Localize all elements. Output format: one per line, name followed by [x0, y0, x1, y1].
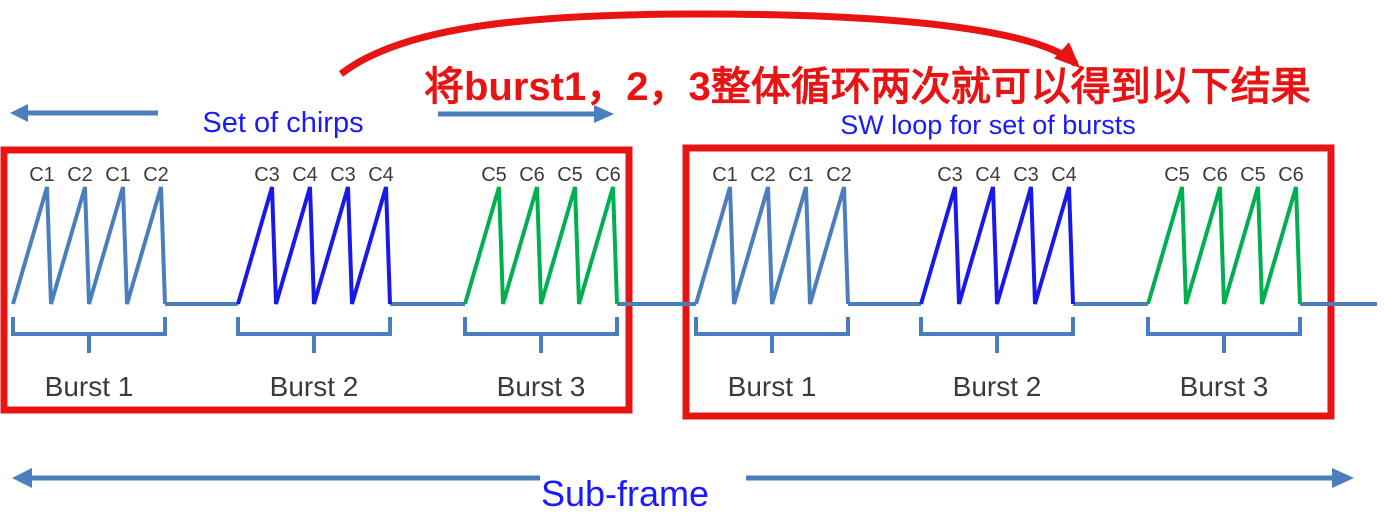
chirp-label: C5: [1164, 164, 1190, 186]
set1-burst2-chirps-wave: [236, 186, 392, 305]
chirp-label: C2: [826, 164, 852, 186]
set1-burst2-bracket: [236, 317, 392, 353]
burst-label: Burst 1: [728, 371, 817, 402]
set1-burst3-bracket: [463, 317, 619, 353]
chirp-label: C1: [788, 164, 814, 186]
chirp-label: C2: [750, 164, 776, 186]
right-arrowhead-icon: [1332, 468, 1354, 488]
chirp-label: C6: [1202, 164, 1228, 186]
chirp-label: C1: [29, 164, 55, 186]
right-arrowhead-icon: [594, 105, 614, 123]
left-arrowhead-icon: [10, 104, 28, 122]
set1-burst1-chirps-wave: [11, 186, 167, 305]
red-annotation-text: 将burst1，2，3整体循环两次就可以得到以下结果: [424, 65, 1311, 109]
set2-burst1-bracket: [694, 317, 850, 353]
set1-red-box: [0, 146, 633, 414]
chirp-label: C3: [1013, 164, 1039, 186]
chirp-label: C4: [368, 164, 394, 186]
chirp-label: C4: [975, 164, 1001, 186]
burst-label: Burst 3: [497, 371, 586, 402]
chirp-label: C1: [105, 164, 131, 186]
chirp-label: C4: [1051, 164, 1077, 186]
chirp-label: C3: [937, 164, 963, 186]
set-of-chirps-label: Set of chirps: [202, 107, 363, 139]
chirp-label: C2: [143, 164, 169, 186]
burst-label: Burst 1: [45, 371, 134, 402]
set2-burst1-chirps-wave: [694, 186, 850, 305]
set2-burst3-chirps-wave: [1146, 186, 1302, 305]
set2-burst2-chirps-wave: [919, 186, 1075, 305]
chirp-label: C5: [1240, 164, 1266, 186]
set2-burst3-bracket: [1146, 317, 1302, 353]
left-arrowhead-icon: [12, 468, 32, 488]
chirp-label: C1: [712, 164, 738, 186]
set1-burst1-bracket: [11, 317, 167, 353]
set2-burst2-bracket: [919, 317, 1075, 353]
chirp-label: C6: [1278, 164, 1304, 186]
chirp-label: C2: [67, 164, 93, 186]
chirp-label: C4: [292, 164, 318, 186]
burst-label: Burst 3: [1180, 371, 1269, 402]
subframe-label: Sub-frame: [541, 473, 709, 514]
set2-red-box: [682, 144, 1335, 420]
burst-label: Burst 2: [270, 371, 359, 402]
sw-loop-label: SW loop for set of bursts: [840, 110, 1136, 140]
chirp-label: C3: [254, 164, 280, 186]
chirp-label: C5: [557, 164, 583, 186]
set1-burst3-chirps-wave: [463, 186, 619, 305]
chirp-label: C6: [595, 164, 621, 186]
chirp-label: C5: [481, 164, 507, 186]
burst-label: Burst 2: [953, 371, 1042, 402]
chirp-label: C6: [519, 164, 545, 186]
chirp-label: C3: [330, 164, 356, 186]
loop-curve-arrow: [338, 10, 1081, 77]
